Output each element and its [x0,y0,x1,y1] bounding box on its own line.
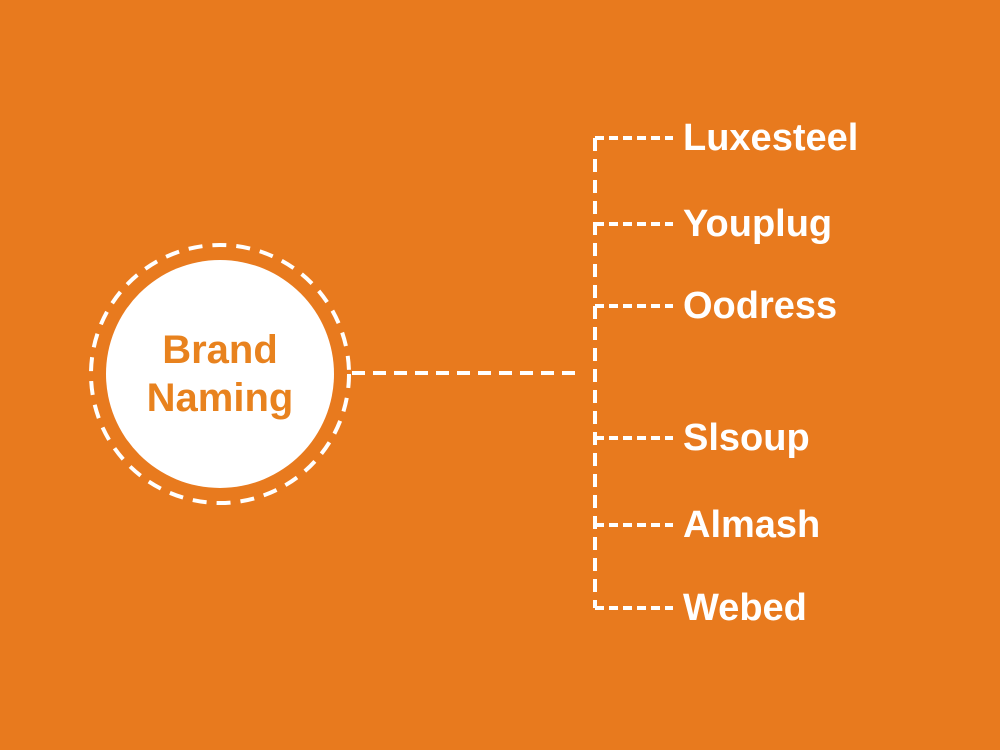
branch-label-almash: Almash [683,503,821,546]
branch-label-oodress: Oodress [683,284,838,327]
center-node-label: Brand Naming [110,264,330,484]
branch-label-webed: Webed [683,586,807,629]
center-node-label-text: Brand Naming [146,328,294,420]
branch-label-slsoup: Slsoup [683,416,810,459]
branch-label-youplug: Youplug [683,202,833,245]
center-node-circle [106,260,334,488]
branch-label-luxesteel: Luxesteel [683,116,859,159]
center-node-dashed-ring [89,243,351,505]
